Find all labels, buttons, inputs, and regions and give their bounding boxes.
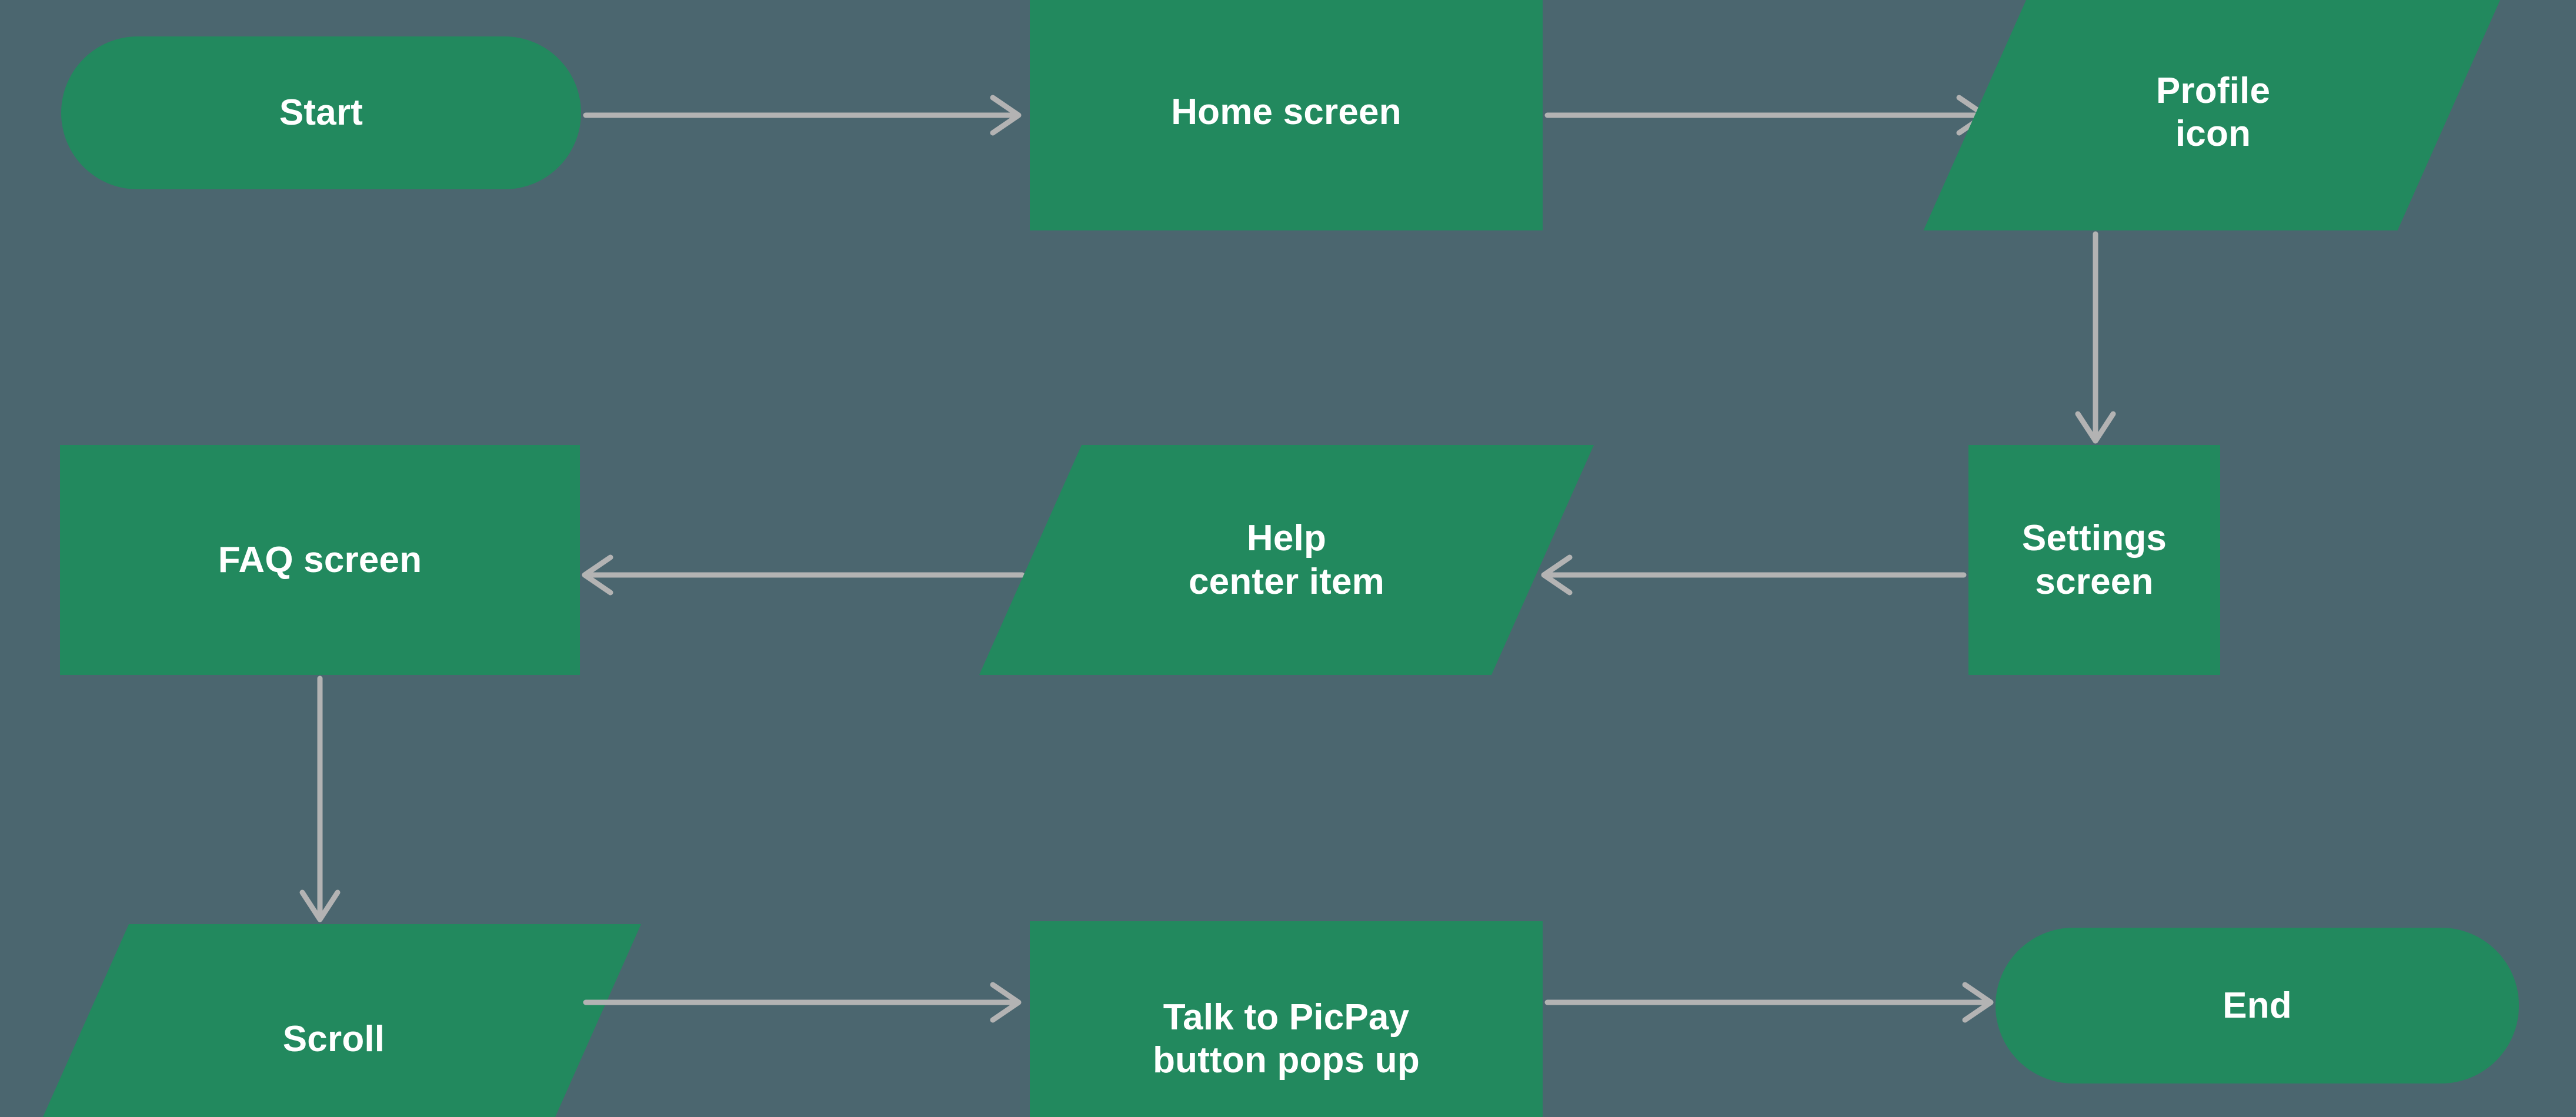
node-scroll-label: Scroll	[282, 1018, 385, 1059]
edge-profile-to-settings	[2068, 230, 2123, 446]
node-settings-screen-label: Settings screen	[2021, 518, 2167, 602]
edge-start-to-home	[581, 88, 1023, 142]
edge-settings-to-help	[1539, 548, 1968, 602]
edge-talk-to-end	[1543, 975, 1996, 1029]
node-settings-screen[interactable]: Settings screen	[1968, 445, 2220, 675]
node-home-screen[interactable]: Home screen	[1030, 0, 1543, 230]
node-faq-screen[interactable]: FAQ screen	[60, 445, 580, 675]
node-start-label: Start	[279, 92, 363, 133]
node-faq-screen-label: FAQ screen	[218, 539, 422, 580]
node-scroll[interactable]: Scroll	[26, 924, 642, 1117]
node-talk-to-picpay-label: Talk to PicPay button pops up	[1153, 996, 1420, 1081]
node-profile-icon[interactable]: Profile icon	[1923, 0, 2503, 230]
edge-scroll-to-talk	[581, 975, 1023, 1029]
node-end-label: End	[2223, 985, 2292, 1026]
edge-faq-to-scroll	[293, 675, 347, 924]
node-talk-to-picpay[interactable]: Talk to PicPay button pops up	[1030, 921, 1543, 1117]
node-profile-icon-label: Profile icon	[2155, 70, 2271, 154]
node-home-screen-label: Home screen	[1171, 92, 1402, 133]
edge-home-to-profile	[1543, 88, 1990, 142]
edge-help-to-faq	[580, 548, 1027, 602]
node-help-center-item-label: Help center item	[1189, 518, 1384, 602]
node-help-center-item[interactable]: Help center item	[979, 445, 1594, 675]
node-end[interactable]: End	[1996, 928, 2519, 1083]
node-start[interactable]: Start	[61, 36, 581, 189]
